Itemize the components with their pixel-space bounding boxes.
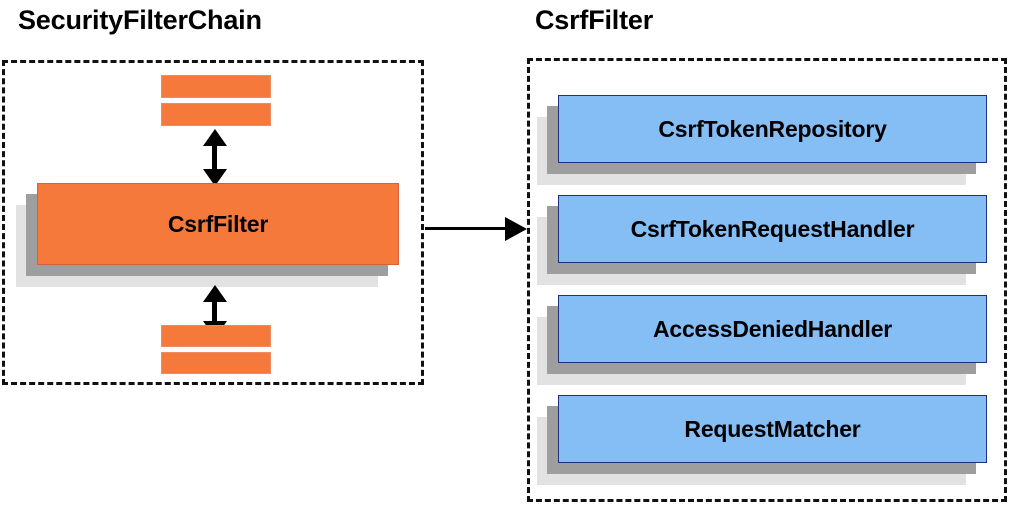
- component-label: CsrfTokenRepository: [658, 115, 887, 142]
- component-label: CsrfTokenRequestHandler: [630, 215, 915, 242]
- filter-bar-bottom-2: [161, 352, 271, 374]
- csrf-filter-box: CsrfFilter: [16, 183, 399, 287]
- arrow-up-head-icon-2: [203, 285, 227, 302]
- connector-line: [425, 227, 509, 230]
- component-box-request-matcher: RequestMatcher: [537, 395, 987, 485]
- component-face: RequestMatcher: [558, 395, 987, 463]
- csrf-filter-face: CsrfFilter: [37, 183, 399, 265]
- arrow-down-head-icon: [203, 169, 227, 186]
- filter-bar-bottom-1: [161, 325, 271, 347]
- right-panel-title: CsrfFilter: [535, 5, 654, 35]
- component-face: CsrfTokenRequestHandler: [558, 195, 987, 263]
- filter-bar-top-2: [161, 103, 271, 126]
- component-label: RequestMatcher: [684, 415, 861, 442]
- filter-bar-top-1: [161, 75, 271, 98]
- component-box-csrf-token-repository: CsrfTokenRepository: [537, 95, 987, 185]
- component-face: AccessDeniedHandler: [558, 295, 987, 363]
- connector-arrow-head-icon: [505, 217, 527, 241]
- left-panel-title: SecurityFilterChain: [18, 5, 262, 35]
- csrf-filter-label: CsrfFilter: [167, 210, 269, 237]
- security-filter-chain-panel: [2, 60, 424, 385]
- arrow-up-shaft: [212, 140, 217, 176]
- arrow-up-head-icon: [203, 129, 227, 146]
- component-box-access-denied-handler: AccessDeniedHandler: [537, 295, 987, 385]
- component-label: AccessDeniedHandler: [652, 315, 893, 342]
- arrow-down-shaft: [212, 296, 217, 325]
- csrf-filter-detail-panel: [527, 58, 1007, 502]
- component-box-csrf-token-request-handler: CsrfTokenRequestHandler: [537, 195, 987, 285]
- component-face: CsrfTokenRepository: [558, 95, 987, 163]
